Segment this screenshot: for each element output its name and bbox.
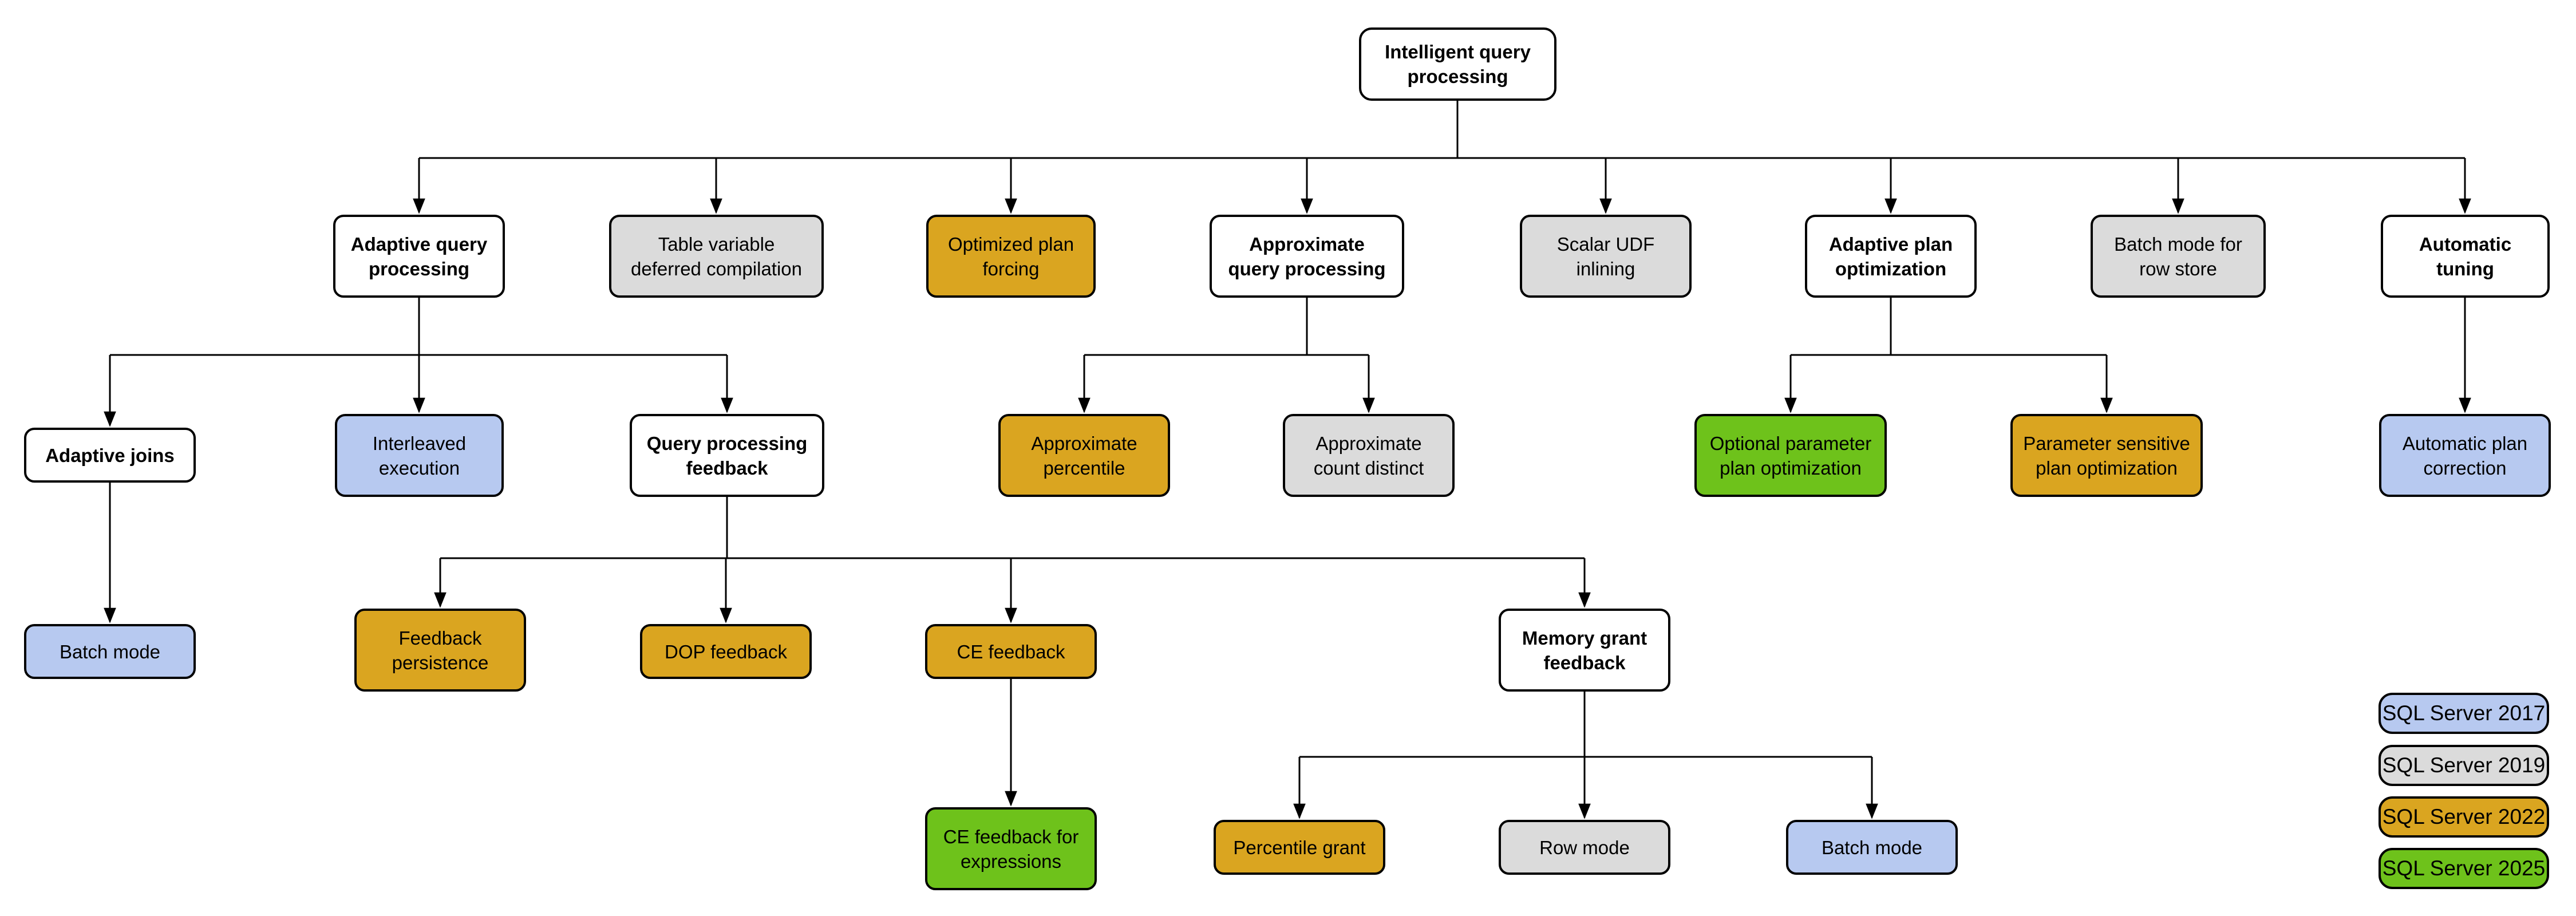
- node-interleaved-execution: Interleaved execution: [335, 414, 504, 497]
- node-table-variable-deferred-compilation: Table variable deferred compilation: [609, 215, 824, 298]
- node-optimized-plan-forcing: Optimized plan forcing: [926, 215, 1096, 298]
- node-ce-feedback-for-expressions: CE feedback for expressions: [925, 807, 1097, 890]
- node-batch-mode-adaptive-joins: Batch mode: [24, 624, 196, 679]
- node-feedback-persistence: Feedback persistence: [354, 609, 526, 692]
- legend-sql-server-2022: SQL Server 2022: [2379, 796, 2549, 838]
- legend-sql-server-2025: SQL Server 2025: [2379, 848, 2549, 889]
- node-intelligent-query-processing: Intelligent query processing: [1359, 27, 1556, 101]
- node-query-processing-feedback: Query processing feedback: [630, 414, 824, 497]
- node-adaptive-joins: Adaptive joins: [24, 428, 196, 483]
- legend-sql-server-2017: SQL Server 2017: [2379, 693, 2549, 734]
- node-approximate-percentile: Approximate percentile: [998, 414, 1170, 497]
- node-scalar-udf-inlining: Scalar UDF inlining: [1520, 215, 1692, 298]
- node-batch-mode-memory-grant: Batch mode: [1786, 820, 1958, 875]
- node-adaptive-query-processing: Adaptive query processing: [333, 215, 505, 298]
- node-automatic-tuning: Automatic tuning: [2381, 215, 2550, 298]
- node-memory-grant-feedback: Memory grant feedback: [1499, 609, 1670, 692]
- node-adaptive-plan-optimization: Adaptive plan optimization: [1805, 215, 1977, 298]
- node-row-mode: Row mode: [1499, 820, 1670, 875]
- node-automatic-plan-correction: Automatic plan correction: [2379, 414, 2551, 497]
- node-parameter-sensitive-plan-optimization: Parameter sensitive plan optimization: [2010, 414, 2203, 497]
- node-percentile-grant: Percentile grant: [1214, 820, 1385, 875]
- node-approximate-count-distinct: Approximate count distinct: [1283, 414, 1455, 497]
- legend-sql-server-2019: SQL Server 2019: [2379, 745, 2549, 786]
- node-approximate-query-processing: Approximate query processing: [1210, 215, 1404, 298]
- node-optional-parameter-plan-optimization: Optional parameter plan optimization: [1694, 414, 1887, 497]
- node-ce-feedback: CE feedback: [925, 624, 1097, 679]
- node-dop-feedback: DOP feedback: [640, 624, 812, 679]
- node-batch-mode-for-row-store: Batch mode for row store: [2091, 215, 2266, 298]
